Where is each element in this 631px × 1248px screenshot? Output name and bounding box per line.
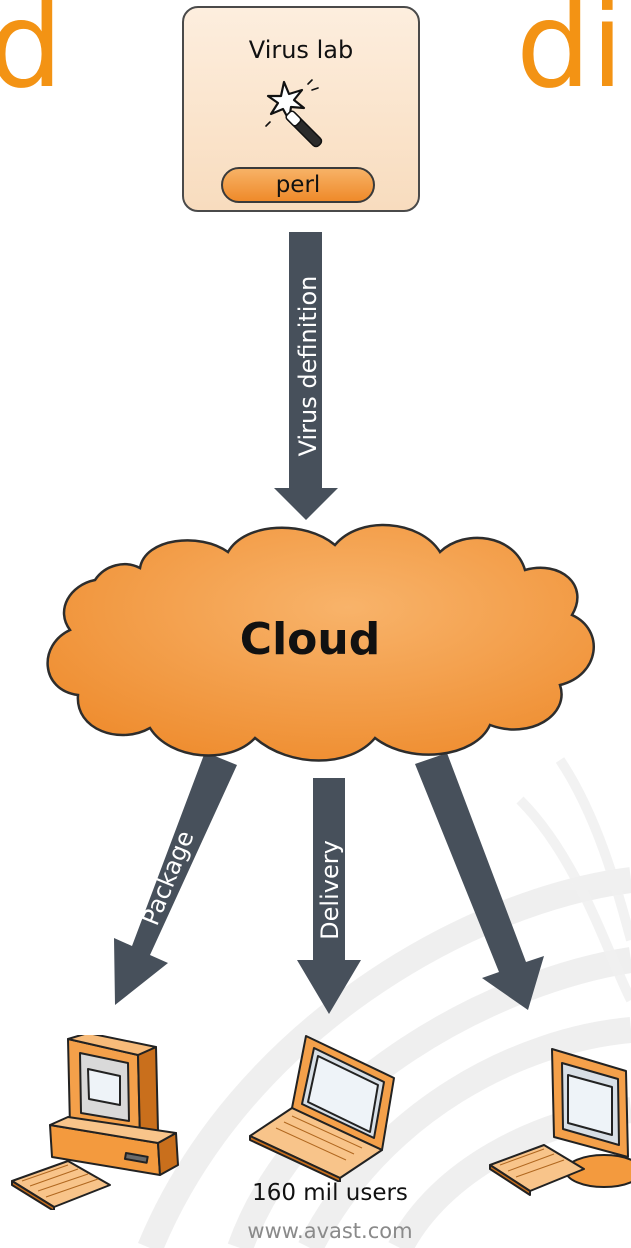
delivery-arrow <box>297 778 361 1014</box>
cloud-label: Cloud <box>239 614 381 665</box>
virus-definition-label: Virus definition <box>294 275 322 457</box>
delivery-label: Delivery <box>316 840 344 940</box>
virus-definition-arrow <box>274 232 338 520</box>
desktop-computer-icon <box>11 1035 179 1210</box>
virus-lab-box: Virus lab perl <box>182 6 420 212</box>
right-client-arrow <box>415 753 544 1010</box>
footer-url: www.avast.com <box>247 1219 413 1243</box>
slide-title-fragment-left: d <box>0 0 63 114</box>
slide-title-fragment-right: di <box>516 0 624 114</box>
monitor-computer-icon <box>489 1048 631 1196</box>
magic-wand-icon <box>265 79 323 148</box>
laptop-icon <box>249 1035 395 1182</box>
user-count-label: 160 mil users <box>252 1180 408 1206</box>
virus-lab-title: Virus lab <box>248 36 354 64</box>
package-arrow <box>114 752 237 1005</box>
perl-tool-badge: perl <box>221 167 375 203</box>
